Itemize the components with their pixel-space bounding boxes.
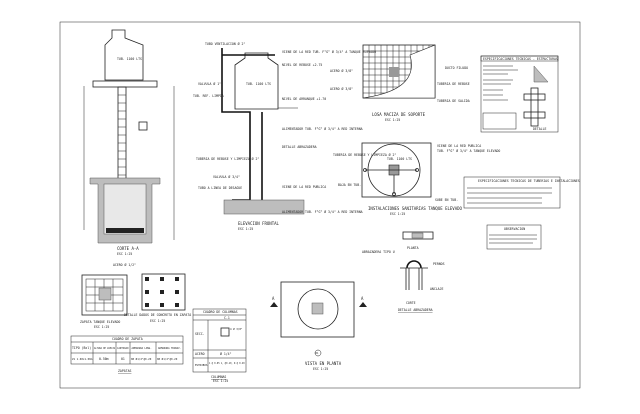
drawing-label: 1 @ 0.05 1, @0.10, R @ 0.20 — [209, 362, 245, 365]
drawing-label: VIENE DE LA RED PUBLICA — [282, 185, 326, 189]
drawing-label: 08 Ø1/2"@0.20 — [131, 356, 152, 361]
drawing-label: TUB. 1100 LTS — [387, 157, 412, 161]
drawing-label: 08 Ø1/2"@0.20 — [157, 356, 178, 361]
drawing-label: ARMADURA TRANSV. — [158, 347, 181, 350]
drawing-label: TUBERIA DE REBOSE Y LIMPIEZA Ø 2" — [333, 152, 396, 157]
drawing-label: ESC 1:25 — [385, 118, 400, 122]
drawing-label: ESTRIBOS — [195, 363, 208, 367]
drawing-label: ESC 1:25 — [94, 325, 109, 329]
abrazadera-detail: PLANTA ABRAZADERA TIPO U PERNOS ANCLAJE … — [362, 231, 445, 312]
drawing-label: DUCTO FILUDO — [445, 66, 468, 70]
zapata-title: ZAPATA TANQUE ELEVADO — [80, 320, 120, 324]
elevacion-frontal-view: TUB. 1100 LTS TUBO VENTILACION Ø 2" VIEN… — [193, 41, 376, 231]
drawing-label: ESC 1:25 — [150, 319, 165, 323]
drawing-label: CANTIDAD — [117, 347, 129, 350]
cuadro-columnas-table: CUADRO DE COLUMNAS C-1 4 Ø 3/8" SECC. AC… — [192, 308, 247, 383]
especificaciones-box: ESPECIFICACIONES TECNICAS - ESTRUCTURAS … — [480, 55, 559, 133]
sheet-border — [59, 21, 581, 389]
drawing-label: ESC 1:25 — [238, 227, 253, 231]
drawing-label: ACERO Ø 1/2" — [113, 262, 136, 267]
drawing-label: CUADRO DE COLUMNAS — [203, 310, 238, 314]
drawing-label: ARMADURA LONG. — [132, 347, 152, 350]
drawing-label: ALTURA DE ZAPATA — [94, 347, 116, 350]
observacion-box: OBSERVACION — [486, 224, 542, 250]
corte-aa-title: CORTE A-A — [117, 246, 139, 251]
drawing-label: A — [361, 296, 364, 301]
drawing-label: CORTE — [406, 301, 416, 305]
zapata-view: ACERO Ø 1/2" ZAPATA TANQUE ELEVADO ESC 1… — [80, 262, 136, 329]
elevacion-notes: TUBO VENTILACION Ø 2" VIENE DE LA RED TU… — [193, 41, 376, 214]
especificaciones-instalaciones-box: ESPECIFICACIONES TECNICAS DE TUBERIAS E … — [463, 176, 580, 209]
drawing-label: ALIMENTADOR TUB. F°G° Ø 3/4" A RED INTER… — [282, 209, 363, 214]
drawing-label: CUADRO DE ZAPATA — [112, 337, 143, 341]
drawing-label: ESC 1:25 — [117, 252, 132, 256]
drawing-label: A — [272, 296, 275, 301]
drawing-label: OBSERVACION — [504, 227, 525, 231]
drawing-label: PERNOS — [433, 262, 445, 266]
drawing-label: NIVEL DE ARRANQUE +1.70 — [282, 97, 326, 101]
tank-label: TUB. 1100 LTS — [117, 57, 142, 61]
drawing-label: ESC 1:25 — [213, 379, 228, 383]
drawing-label: ESPECIFICACIONES TECNICAS DE TUBERIAS E … — [478, 179, 580, 183]
drawing-label: 01 — [316, 352, 319, 355]
drawing-label: Z1 1.00x1.00m — [72, 357, 93, 361]
drawing-label: TUB. REF. LIMPIA — [193, 94, 224, 98]
drawing-label: DETALLE ABRAZADERA — [398, 308, 433, 312]
drawing-label: TUBERIA DE REBOSE — [437, 82, 470, 86]
drawing-label: 4 Ø 3/8" — [230, 326, 243, 331]
drawing-label: C-1 — [224, 316, 230, 320]
drawing-label: ESC 1:25 — [390, 212, 405, 216]
vista-planta-title: VISTA EN PLANTA — [305, 361, 342, 366]
drawing-label: ALIMENTADOR TUB. F°G° Ø 3/4" A RED INTER… — [282, 126, 363, 131]
tank-icon — [104, 29, 144, 81]
drawing-label: PLANTA — [407, 246, 419, 250]
detalle-dados-view: DETALLE DADOS DE CONCRETO EN ZAPATA ESC … — [124, 273, 191, 323]
elevacion-title: ELEVACION FRONTAL — [238, 221, 280, 226]
drawing-label: TIPO (Bxl) — [72, 346, 91, 350]
drawing-label: NIVEL DE REBOSE +2.75 — [282, 63, 322, 67]
corte-aa-view: TUB. 1100 LTS CORTE A-A ESC 1:25 — [83, 29, 175, 256]
instalaciones-sanitarias-view: TUB. 1100 LTS VIENE DE LA RED PUBLICA TU… — [333, 142, 500, 216]
drawing-label: VIENE DE LA RED PUBLICA — [437, 144, 481, 148]
drawing-label: TUBERIA DE SALIDA — [437, 99, 470, 103]
drawing-label: VIENE DE LA RED TUB. F°G° Ø 3/4" A TANQU… — [282, 49, 376, 54]
losa-maciza-view: ACERO Ø 3/8" ACERO Ø 3/8" DUCTO FILUDO T… — [330, 44, 470, 122]
drawing-label: TUBO A LINEA DE DESAGUE — [198, 186, 242, 190]
drawing-label: DETALLE ABRAZADERA — [282, 145, 317, 149]
drawing-label: VALVULA Ø 3/4" — [213, 174, 240, 179]
drawing-label: ESC 1:25 — [313, 367, 328, 371]
drawing-label: ACERO — [195, 352, 205, 356]
drawing-label: SECC. — [195, 332, 205, 336]
drawing-label: ANCLAJE — [430, 287, 444, 291]
drawing-label: BAJA EN TUB. — [338, 183, 361, 187]
drawing-label: ZAPATAS — [118, 369, 132, 373]
drawing-label: ABRAZADERA TIPO U — [362, 250, 395, 254]
drawing-label: ACERO Ø 3/8" — [330, 86, 353, 91]
cuadro-zapata-table: CUADRO DE ZAPATA TIPO (Bxl) ALTURA DE ZA… — [70, 335, 184, 373]
drawing-label: 01 — [121, 357, 125, 361]
drawing-label: TUB. F°G° Ø 3/4" A TANQUE ELEVADO — [437, 148, 500, 153]
drawing-label: COLUMNAS — [211, 375, 226, 379]
losa-title: LOSA MACIZA DE SOPORTE — [372, 112, 426, 117]
drawing-label: VALVULA Ø 1" — [198, 81, 221, 86]
drawing-label: TUBO VENTILACION Ø 2" — [205, 41, 245, 46]
drawing-label: ACERO Ø 3/8" — [330, 68, 353, 73]
drawing-label: SUBE EN TUB. — [435, 198, 458, 202]
drawing-label: Ø 1/4" — [220, 351, 232, 356]
instalaciones-title: INSTALACIONES SANITARIAS TANQUE ELEVADO — [368, 206, 463, 211]
vista-planta-view: A A 01 VISTA EN PLANTA ESC 1:25 — [270, 281, 367, 371]
drawing-label: 0.50m — [99, 357, 109, 361]
drawing-label: TUBERIA DE REBOSE Y LIMPIEZA Ø 2" — [196, 156, 259, 161]
drawing-label: DETALLE DADOS DE CONCRETO EN ZAPATA — [124, 313, 191, 317]
drawing-label: ESPECIFICACIONES TECNICAS - ESTRUCTURAS — [483, 57, 558, 61]
drawing-label: DETALLE — [533, 127, 547, 131]
drawing-label: TUB. 1100 LTS — [246, 82, 271, 86]
